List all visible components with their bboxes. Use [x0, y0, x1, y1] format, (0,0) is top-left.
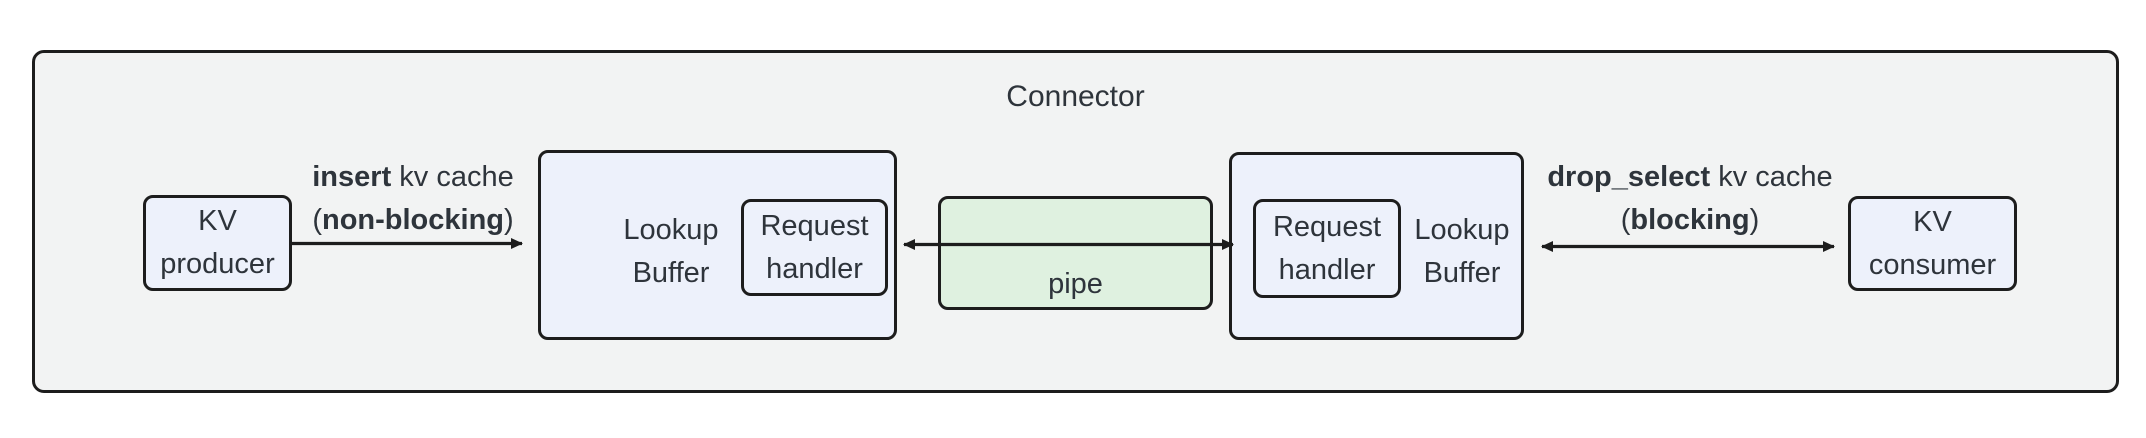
node-kv-producer: KV producer	[143, 195, 292, 291]
node-lookup-buffer-left: Lookup Buffer Request handler	[538, 150, 897, 340]
request-handler-left-label: Request handler	[744, 202, 885, 293]
edge-label-drop-select-line2: (blocking)	[1515, 199, 1865, 242]
insert-paren-close: )	[504, 204, 514, 236]
kv-producer-label: KV producer	[146, 198, 289, 288]
edge-label-drop-select-line1: drop_select kv cache	[1515, 156, 1865, 199]
edge-label-drop-select: drop_select kv cache (blocking)	[1515, 156, 1865, 242]
node-lookup-buffer-right: Request handler Lookup Buffer	[1229, 152, 1524, 340]
lookup-buffer-right-line2: Buffer	[1423, 257, 1501, 289]
edge-label-insert: insert kv cache (non-blocking)	[263, 156, 563, 242]
kv-consumer-line1: KV	[1913, 205, 1952, 238]
request-handler-right-label: Request handler	[1256, 202, 1398, 295]
connector-title: Connector	[1006, 80, 1145, 113]
lookup-buffer-right-line1: Lookup	[1414, 214, 1510, 246]
drop-select-verb: drop_select	[1547, 161, 1711, 193]
kv-consumer-line2: consumer	[1868, 248, 1997, 281]
kv-consumer-label: KV consumer	[1851, 199, 2014, 288]
drop-select-paren-open: (	[1620, 204, 1631, 236]
node-pipe: pipe	[938, 196, 1213, 310]
insert-paren-open: (	[312, 204, 322, 236]
insert-verb: insert	[312, 161, 392, 193]
drop-select-paren-close: )	[1749, 204, 1760, 236]
lookup-buffer-right-label: Lookup Buffer	[1382, 209, 1542, 295]
insert-mode: non-blocking	[321, 204, 505, 236]
node-request-handler-left: Request handler	[741, 199, 888, 296]
edge-label-insert-line2: (non-blocking)	[263, 199, 563, 242]
pipe-label: pipe	[1048, 268, 1103, 300]
drop-select-object: kv cache	[1710, 161, 1833, 193]
node-request-handler-right: Request handler	[1253, 199, 1401, 298]
lookup-buffer-left-line1: Lookup	[623, 214, 719, 246]
lookup-buffer-left-line2: Buffer	[632, 257, 710, 289]
kv-producer-line2: producer	[160, 248, 275, 280]
lookup-buffer-left-label: Lookup Buffer	[571, 209, 771, 295]
kv-producer-line1: KV	[198, 205, 237, 237]
request-handler-right-line2: handler	[1278, 253, 1376, 286]
insert-object: kv cache	[391, 161, 514, 193]
node-kv-consumer: KV consumer	[1848, 196, 2017, 291]
request-handler-left-line2: handler	[766, 252, 863, 285]
request-handler-left-line1: Request	[760, 209, 869, 242]
edge-label-insert-line1: insert kv cache	[263, 156, 563, 199]
request-handler-right-line1: Request	[1272, 210, 1381, 243]
drop-select-mode: blocking	[1630, 204, 1750, 236]
